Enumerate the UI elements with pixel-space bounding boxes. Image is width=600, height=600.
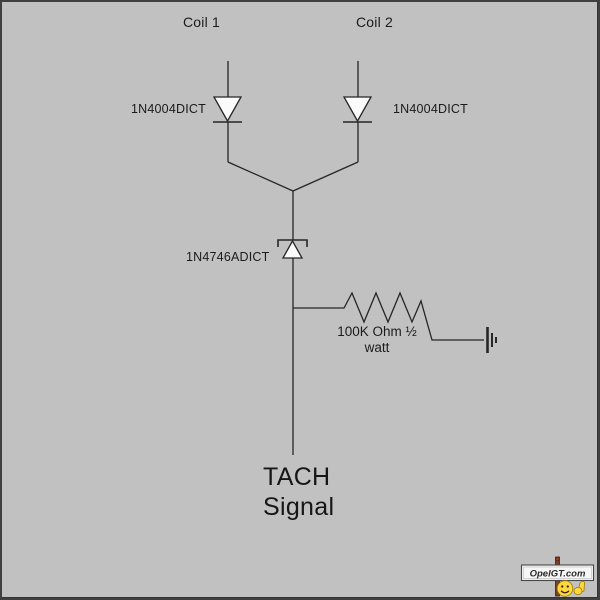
coil2-diagonal-wire <box>292 161 359 192</box>
watermark: OpelGT.com <box>520 556 595 597</box>
coil2-label: Coil 2 <box>356 14 393 30</box>
diode2-symbol <box>342 96 373 123</box>
diode1-label: 1N4004DICT <box>131 102 206 116</box>
tach-label-line1: TACH <box>263 463 331 491</box>
thumbs-up-smiley-icon <box>556 580 585 597</box>
tach-signal-label: TACH Signal <box>263 462 334 522</box>
ground-symbol <box>486 327 497 353</box>
coil1-diagonal-wire <box>227 161 294 192</box>
resistor-watt-label: watt <box>364 339 390 355</box>
watermark-text: OpelGT.com <box>530 569 586 580</box>
watermark-sign: OpelGT.com <box>520 564 595 582</box>
zener-diode-symbol <box>277 239 308 259</box>
diode2-label: 1N4004DICT <box>393 102 468 116</box>
diode1-symbol <box>212 96 243 123</box>
resistor-label: 100K Ohm ½ watt <box>328 324 426 355</box>
coil1-label: Coil 1 <box>183 14 220 30</box>
resistor-symbol <box>293 291 484 341</box>
zener-label: 1N4746ADICT <box>186 250 270 264</box>
resistor-value-label: 100K Ohm ½ <box>337 324 417 339</box>
tach-label-line2: Signal <box>263 493 335 521</box>
